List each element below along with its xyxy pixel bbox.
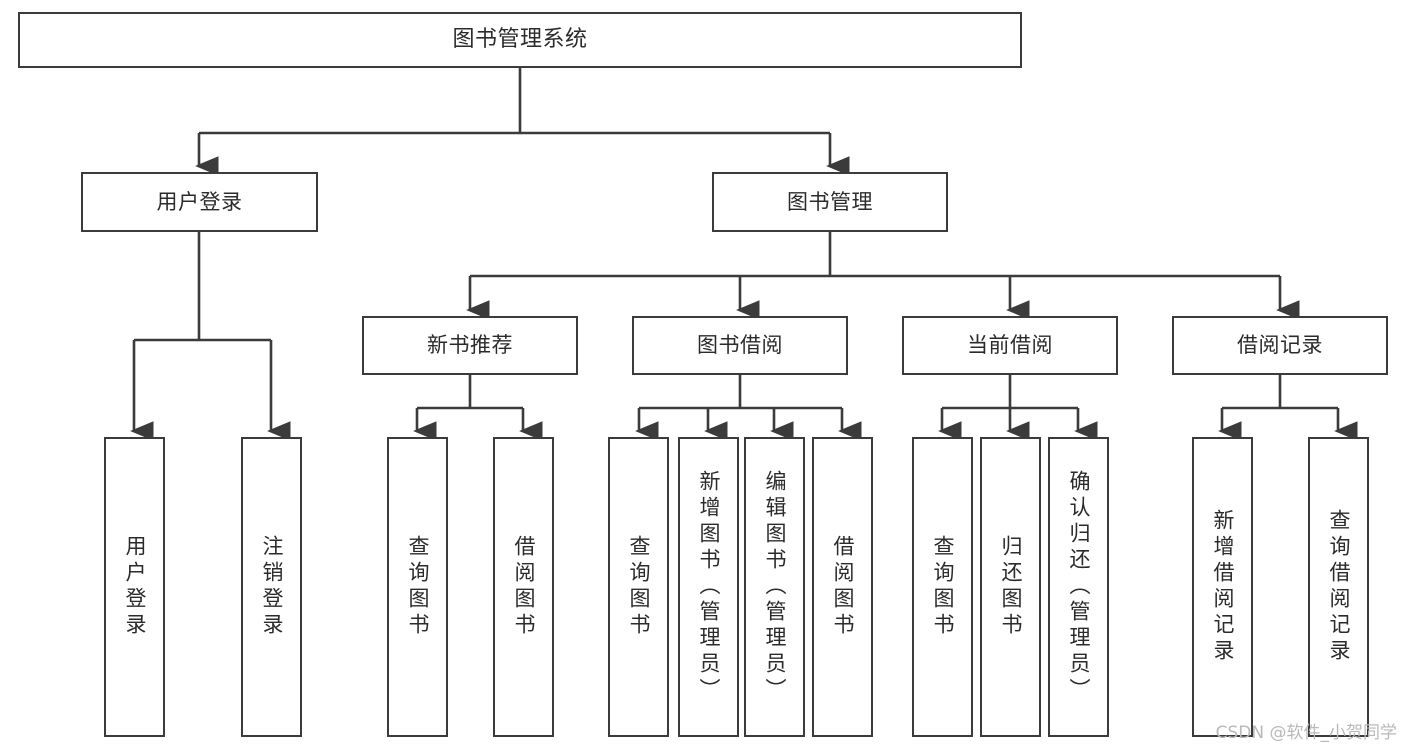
node-borrow-records-label: 借阅记录: [1237, 333, 1323, 358]
leaf-logout[interactable]: 注销登录: [241, 437, 302, 737]
node-user-login[interactable]: 用户登录: [81, 172, 318, 232]
node-book-borrow[interactable]: 图书借阅: [632, 316, 848, 375]
leaf-query-borrow-record[interactable]: 查询借阅记录: [1308, 437, 1369, 737]
leaf-borrow-book[interactable]: 借阅图书: [812, 437, 873, 737]
node-new-book-recommend-label: 新书推荐: [427, 333, 513, 358]
leaf-add-borrow-record[interactable]: 新增借阅记录: [1192, 437, 1253, 737]
node-book-borrow-label: 图书借阅: [697, 333, 783, 358]
leaf-add-borrow-record-label: 新增借阅记录: [1211, 509, 1235, 665]
node-user-login-label: 用户登录: [156, 189, 243, 214]
leaf-borrow-query-book[interactable]: 查询图书: [608, 437, 669, 737]
leaf-return-book[interactable]: 归还图书: [980, 437, 1041, 737]
leaf-return-book-label: 归还图书: [999, 535, 1023, 639]
node-current-borrow-label: 当前借阅: [967, 333, 1053, 358]
leaf-edit-book-admin-label: 编辑图书（管理员）: [763, 470, 787, 704]
watermark: CSDN @软件_小贺同学: [1215, 723, 1397, 743]
leaf-user-login-label: 用户登录: [123, 535, 147, 639]
node-root[interactable]: 图书管理系统: [18, 12, 1022, 68]
leaf-user-login[interactable]: 用户登录: [104, 437, 165, 737]
leaf-borrow-query-book-label: 查询图书: [627, 535, 651, 639]
leaf-logout-label: 注销登录: [260, 535, 284, 639]
node-book-management-label: 图书管理: [787, 189, 873, 214]
leaf-add-book-admin[interactable]: 新增图书（管理员）: [678, 437, 739, 737]
node-current-borrow[interactable]: 当前借阅: [902, 316, 1118, 375]
node-new-book-recommend[interactable]: 新书推荐: [362, 316, 578, 375]
leaf-borrow-book-label: 借阅图书: [831, 535, 855, 639]
leaf-new-book-borrow-label: 借阅图书: [512, 535, 536, 639]
leaf-new-book-borrow[interactable]: 借阅图书: [493, 437, 554, 737]
leaf-current-query-book[interactable]: 查询图书: [912, 437, 973, 737]
leaf-add-book-admin-label: 新增图书（管理员）: [697, 470, 721, 704]
leaf-edit-book-admin[interactable]: 编辑图书（管理员）: [744, 437, 805, 737]
node-borrow-records[interactable]: 借阅记录: [1172, 316, 1388, 375]
leaf-query-borrow-record-label: 查询借阅记录: [1327, 509, 1351, 665]
leaf-confirm-return-admin-label: 确认归还（管理员）: [1067, 470, 1091, 704]
node-book-management[interactable]: 图书管理: [712, 172, 948, 232]
leaf-confirm-return-admin[interactable]: 确认归还（管理员）: [1048, 437, 1109, 737]
leaf-current-query-book-label: 查询图书: [931, 535, 955, 639]
leaf-new-book-query-label: 查询图书: [406, 535, 430, 639]
leaf-new-book-query[interactable]: 查询图书: [387, 437, 448, 737]
node-root-label: 图书管理系统: [452, 27, 588, 53]
